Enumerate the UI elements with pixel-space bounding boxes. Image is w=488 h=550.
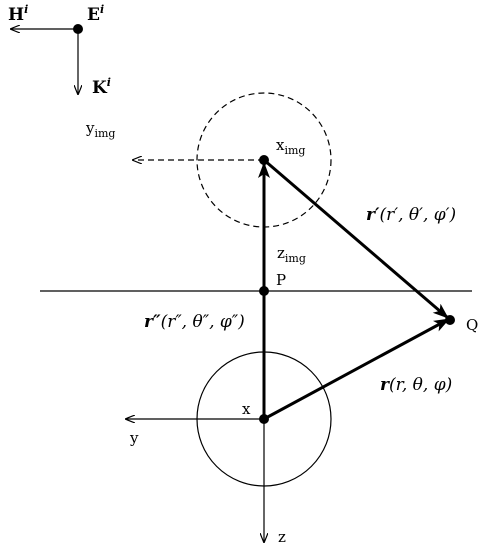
image-y-label: yimg [85, 119, 115, 140]
r-double-prime-label: r″(r″, θ″, φ″) [144, 312, 245, 332]
r-vector [263, 317, 450, 421]
observation-point-dot [445, 315, 455, 325]
image-x-label: ximg [276, 136, 305, 157]
h-label: Hi [8, 3, 28, 25]
source-x-label: x [242, 400, 251, 418]
r-prime-vector [263, 158, 449, 320]
image-source: yimg ximg zimg [85, 92, 332, 265]
e-origin-dot [73, 24, 83, 34]
image-z-label: zimg [277, 244, 306, 265]
k-label: Ki [92, 76, 111, 98]
r-label: r(r, θ, φ) [380, 375, 452, 395]
observation-point-label: Q [466, 316, 478, 334]
e-label: Ei [87, 3, 104, 25]
source-point-dot [259, 414, 269, 424]
interface-point-label: P [276, 271, 286, 289]
r-prime-label: r′(r′, θ′, φ′) [366, 205, 456, 225]
image-point-dot [259, 155, 269, 165]
source-z-label: z [278, 528, 286, 546]
incident-axes: Hi Ei Ki [8, 3, 111, 98]
source-y-label: y [129, 429, 139, 447]
source: x y z [126, 351, 332, 546]
interface-point-dot [259, 286, 269, 296]
